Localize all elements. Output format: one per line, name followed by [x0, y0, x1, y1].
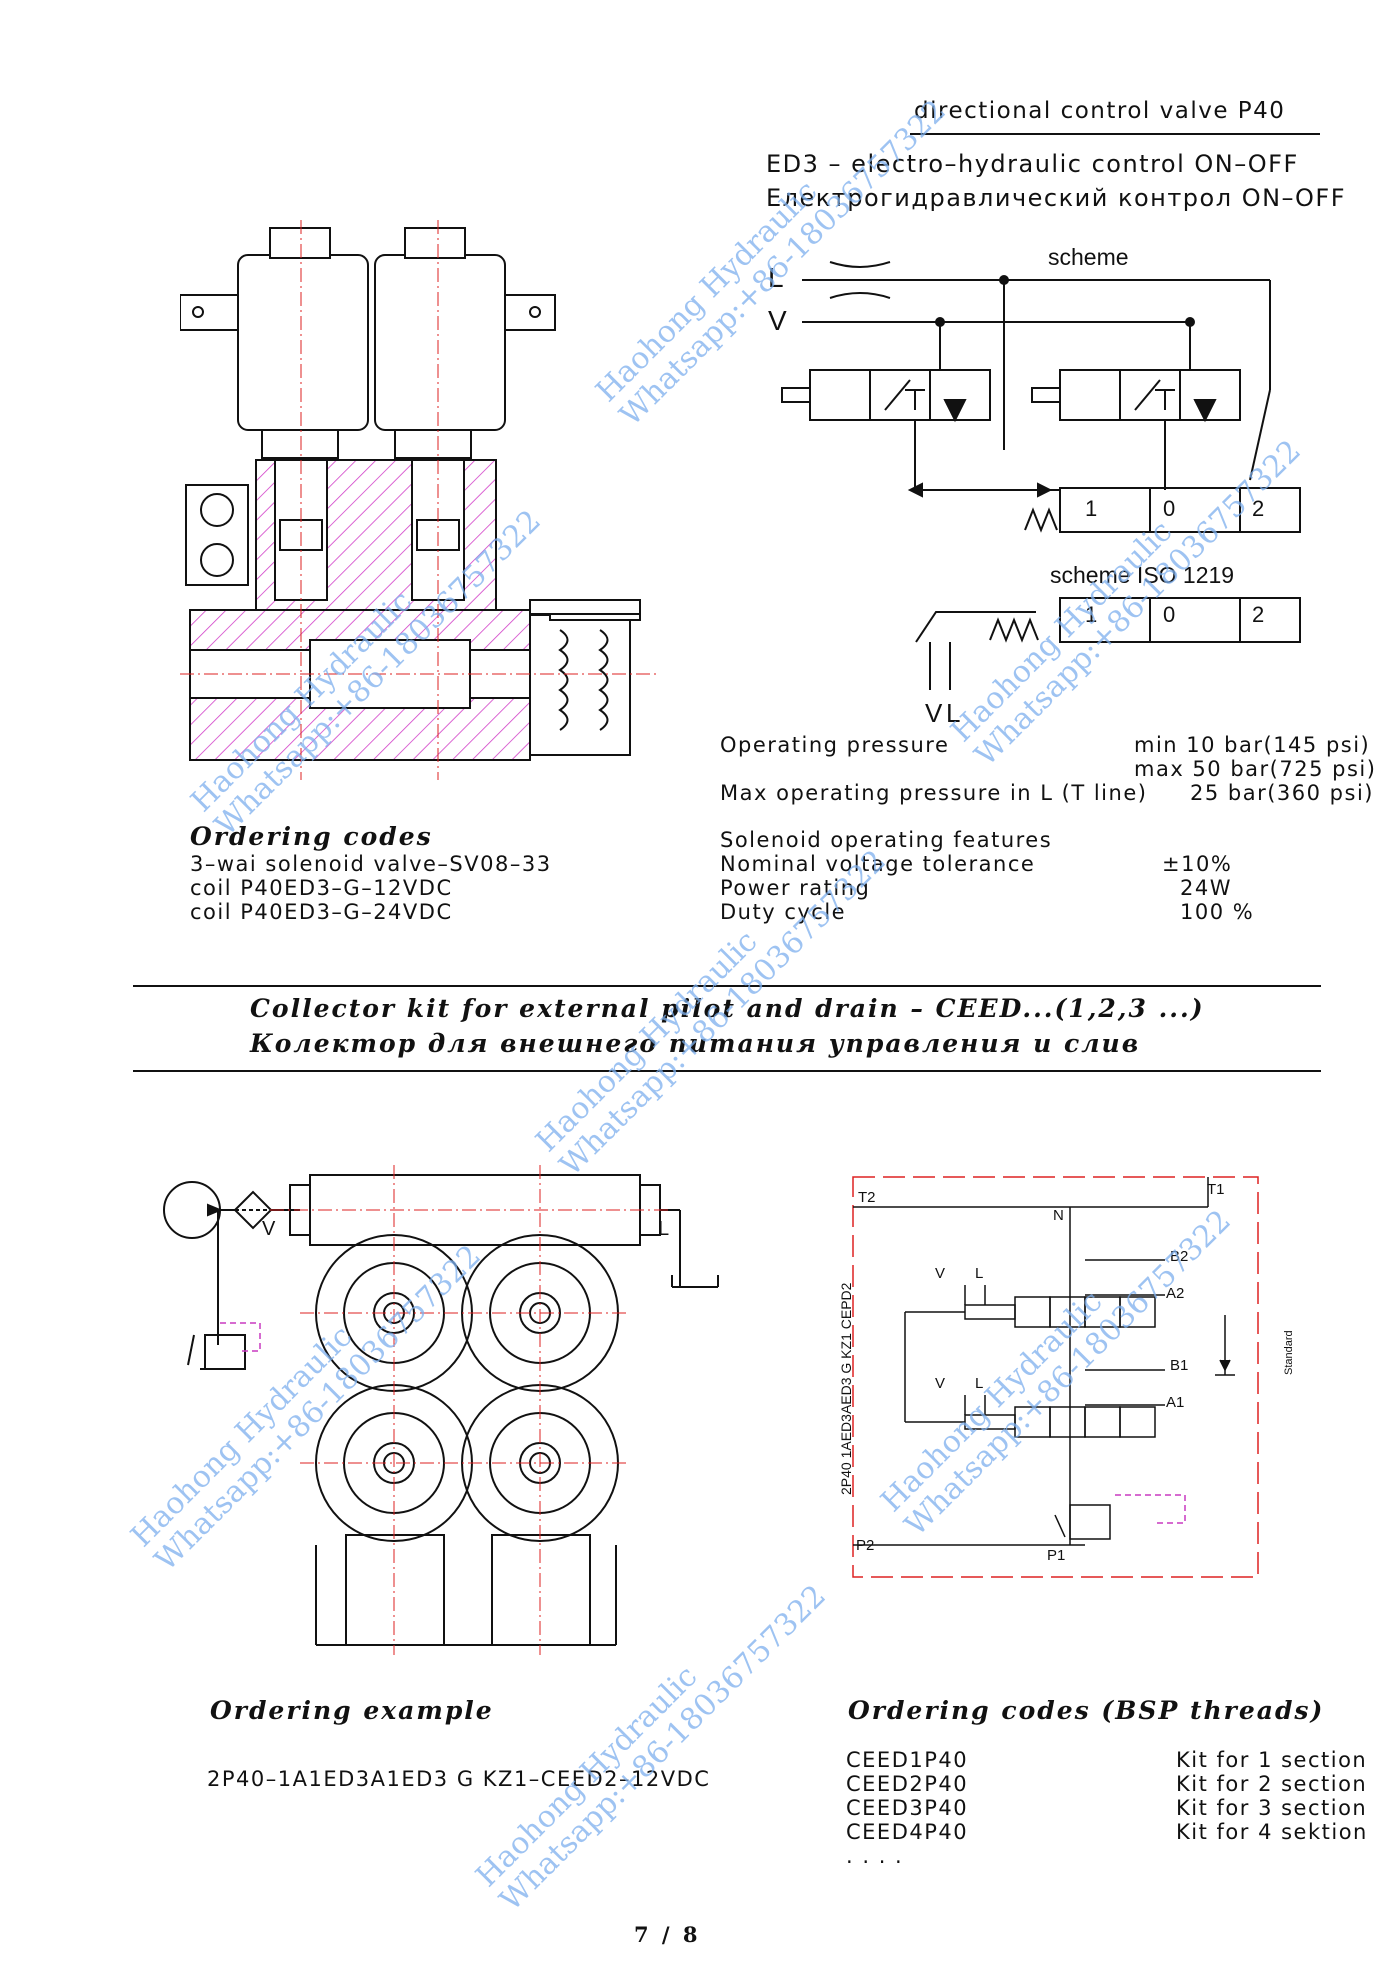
- hydraulic-v-lower: V: [935, 1375, 946, 1392]
- scheme-pos-2: 2: [1252, 496, 1265, 521]
- port-n: N: [1053, 1207, 1064, 1224]
- scheme-port-v: V: [768, 305, 787, 336]
- bsp-desc: Kit for 2 section: [1176, 1772, 1368, 1796]
- solenoid-row-value: 100 %: [1180, 900, 1255, 924]
- bsp-code: CEED1P40: [846, 1748, 969, 1772]
- ordering-example-title: Ordering example: [210, 1696, 494, 1725]
- hydraulic-circuit-diagram: [852, 1176, 1259, 1578]
- bsp-desc: Kit for 1 section: [1176, 1748, 1368, 1772]
- scheme-iso-diagram: [915, 597, 1301, 690]
- solenoid-features-title: Solenoid operating features: [720, 828, 1053, 852]
- valve-cross-section-drawing: [180, 220, 660, 780]
- iso-port-v: V: [925, 698, 943, 728]
- hydraulic-vertical-code: 2P40 1AED3AED3 G KZ1 CEPD2: [838, 1282, 854, 1495]
- max-l-pressure-label: Max operating pressure in L (T line): [720, 781, 1148, 805]
- operating-pressure-label: Operating pressure: [720, 733, 950, 757]
- solenoid-row-label: Duty cycle: [720, 900, 847, 924]
- operating-pressure-max: max 50 bar(725 psi): [1134, 757, 1377, 781]
- page-title: directional control valve P40: [914, 98, 1286, 124]
- collector-title-en: Collector kit for external pilot and dra…: [250, 994, 1205, 1023]
- scheme-diagram: [781, 261, 1301, 533]
- ordering-code-item: coil P40ED3–G–24VDC: [190, 900, 453, 924]
- port-p2: P2: [856, 1537, 875, 1554]
- page-number: 7 / 8: [634, 1922, 701, 1947]
- scheme-label: scheme: [1048, 244, 1129, 270]
- port-a2: A2: [1166, 1285, 1185, 1302]
- bsp-code: CEED3P40: [846, 1796, 969, 1820]
- hydraulic-v-upper: V: [935, 1265, 946, 1282]
- collector-title-ru: Колектор для внешнего питания управления…: [250, 1029, 1141, 1058]
- solenoid-row-label: Nominal voltage tolerance: [720, 852, 1036, 876]
- port-b1: B1: [1170, 1357, 1189, 1374]
- subtitle-en: ED3 – electro–hydraulic control ON–OFF: [766, 150, 1299, 178]
- collector-kit-drawing: [163, 1165, 719, 1655]
- bsp-desc: Kit for 3 section: [1176, 1796, 1368, 1820]
- solenoid-row-label: Power rating: [720, 876, 871, 900]
- subtitle-ru: Електрогидравлический контрол ON–OFF: [766, 184, 1347, 212]
- bsp-code: CEED2P40: [846, 1772, 969, 1796]
- port-a1: A1: [1166, 1394, 1185, 1411]
- scheme-port-l: L: [768, 262, 784, 293]
- hydraulic-l-lower: L: [975, 1375, 984, 1392]
- port-p1: P1: [1047, 1547, 1066, 1564]
- port-t1: T1: [1207, 1181, 1225, 1198]
- solenoid-row-value: ±10%: [1162, 852, 1233, 876]
- port-t2: T2: [858, 1189, 876, 1206]
- scheme-pos-1: 1: [1085, 496, 1098, 521]
- collector-port-v: V: [262, 1218, 276, 1240]
- ordering-code-item: 3–wai solenoid valve–SV08–33: [190, 852, 552, 876]
- collector-port-l: L: [658, 1218, 670, 1240]
- bsp-codes-title: Ordering codes (BSP threads): [848, 1696, 1325, 1725]
- iso-pos-0: 0: [1163, 602, 1176, 627]
- operating-pressure-min: min 10 bar(145 psi): [1134, 733, 1371, 757]
- iso-port-l: L: [946, 698, 961, 728]
- ordering-codes-title: Ordering codes: [190, 822, 433, 851]
- iso-pos-2: 2: [1252, 602, 1265, 627]
- iso-pos-1: 1: [1085, 602, 1098, 627]
- ordering-example-code: 2P40–1A1ED3A1ED3 G KZ1–CEED2–12VDC: [207, 1767, 711, 1791]
- hydraulic-standard-label: Standard: [1283, 1330, 1295, 1375]
- hydraulic-l-upper: L: [975, 1265, 984, 1282]
- collector-bottom-rule: [133, 1070, 1321, 1072]
- bsp-more: . . . .: [846, 1844, 904, 1868]
- ordering-code-item: coil P40ED3–G–12VDC: [190, 876, 453, 900]
- scheme-iso-label: scheme ISO 1219: [1050, 562, 1235, 588]
- collector-top-rule: [133, 985, 1321, 987]
- max-l-pressure-value: 25 bar(360 psi): [1190, 781, 1374, 805]
- solenoid-row-value: 24W: [1180, 876, 1232, 900]
- bsp-code: CEED4P40: [846, 1820, 969, 1844]
- scheme-pos-0: 0: [1163, 496, 1176, 521]
- bsp-desc: Kit for 4 sektion: [1176, 1820, 1368, 1844]
- port-b2: B2: [1170, 1248, 1189, 1265]
- title-underline: [910, 133, 1320, 135]
